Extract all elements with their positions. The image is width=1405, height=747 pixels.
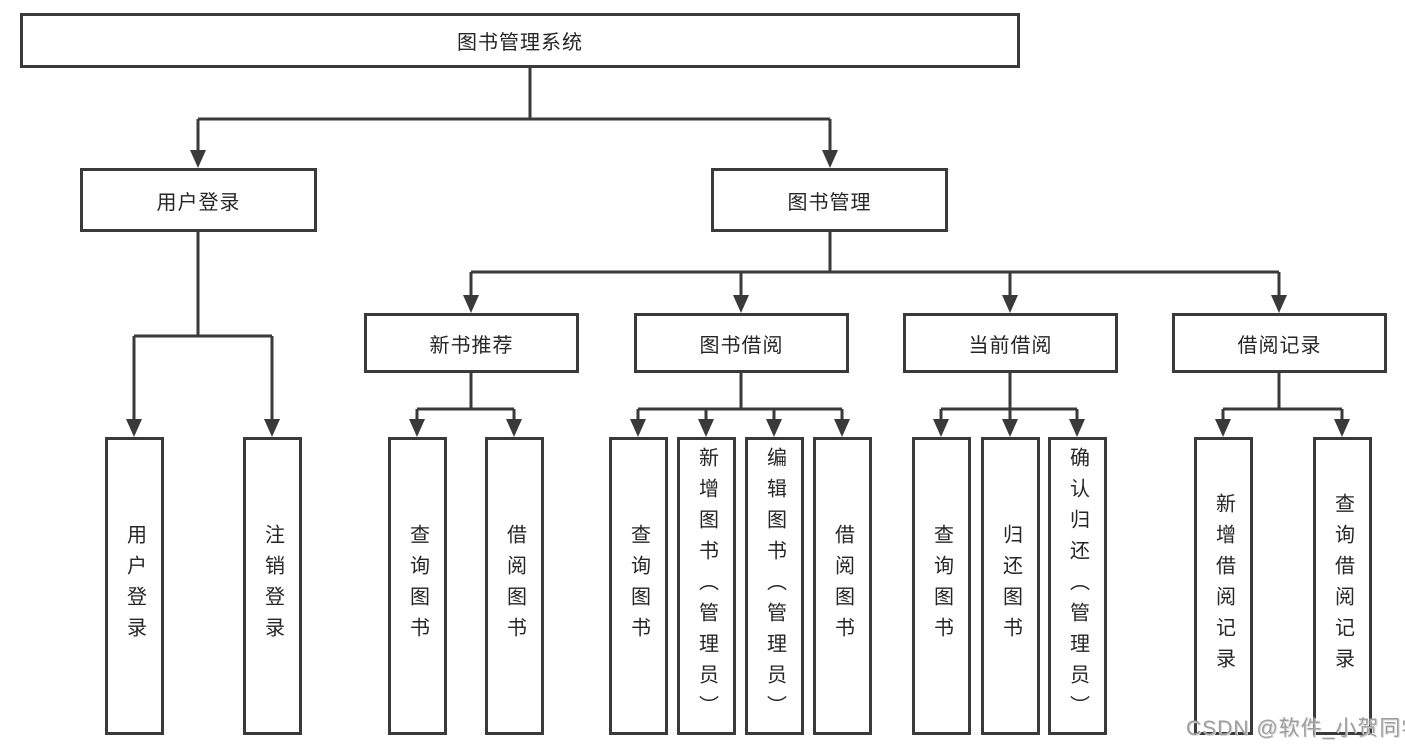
node-label: 图书管理 — [787, 191, 872, 214]
leaf-borrow-books: 借阅图书 — [485, 437, 544, 735]
node-borrowing-records: 借阅记录 — [1172, 313, 1387, 373]
leaf-label: 归还图书 — [999, 524, 1022, 648]
node-label: 图书管理系统 — [457, 32, 583, 54]
node-user-login: 用户登录 — [80, 168, 317, 232]
leaf-user-login: 用户登录 — [105, 437, 164, 735]
leaf-label: 借阅图书 — [503, 524, 526, 648]
leaf-query-books: 查询图书 — [912, 437, 971, 735]
node-book-management: 图书管理 — [711, 168, 948, 232]
leaf-label: 新增借阅记录 — [1212, 493, 1235, 679]
leaf-return-books: 归还图书 — [981, 437, 1040, 735]
node-label: 图书借阅 — [699, 334, 784, 357]
leaf-label: 查询借阅记录 — [1331, 493, 1354, 679]
leaf-label: 借阅图书 — [831, 524, 854, 648]
leaf-query-books: 查询图书 — [609, 437, 668, 735]
node-current-borrowing: 当前借阅 — [903, 313, 1118, 373]
node-label: 当前借阅 — [968, 334, 1053, 357]
node-book-borrowing: 图书借阅 — [634, 313, 849, 373]
node-label: 新书推荐 — [429, 334, 514, 357]
leaf-label: 确认归还（管理员） — [1066, 446, 1089, 726]
leaf-logout: 注销登录 — [243, 437, 302, 735]
leaf-query-books: 查询图书 — [388, 437, 447, 735]
node-library-management-system: 图书管理系统 — [20, 13, 1020, 68]
leaf-add-borrow-record: 新增借阅记录 — [1194, 437, 1253, 735]
leaf-query-borrow-records: 查询借阅记录 — [1313, 437, 1372, 735]
node-label: 用户登录 — [156, 191, 241, 214]
leaf-label: 编辑图书（管理员） — [763, 446, 786, 726]
leaf-add-books-admin: 新增图书（管理员） — [677, 437, 736, 735]
leaf-label: 查询图书 — [406, 524, 429, 648]
leaf-label: 查询图书 — [627, 524, 650, 648]
leaf-label: 新增图书（管理员） — [695, 446, 718, 726]
csdn-watermark: CSDN @软件_小贺同学 — [1186, 717, 1405, 740]
leaf-borrow-books: 借阅图书 — [813, 437, 872, 735]
leaf-label: 注销登录 — [261, 524, 284, 648]
leaf-edit-books-admin: 编辑图书（管理员） — [745, 437, 804, 735]
leaf-label: 查询图书 — [930, 524, 953, 648]
node-new-book-recommendation: 新书推荐 — [364, 313, 579, 373]
leaf-confirm-return-admin: 确认归还（管理员） — [1048, 437, 1107, 735]
leaf-label: 用户登录 — [123, 524, 146, 648]
node-label: 借阅记录 — [1237, 334, 1322, 357]
